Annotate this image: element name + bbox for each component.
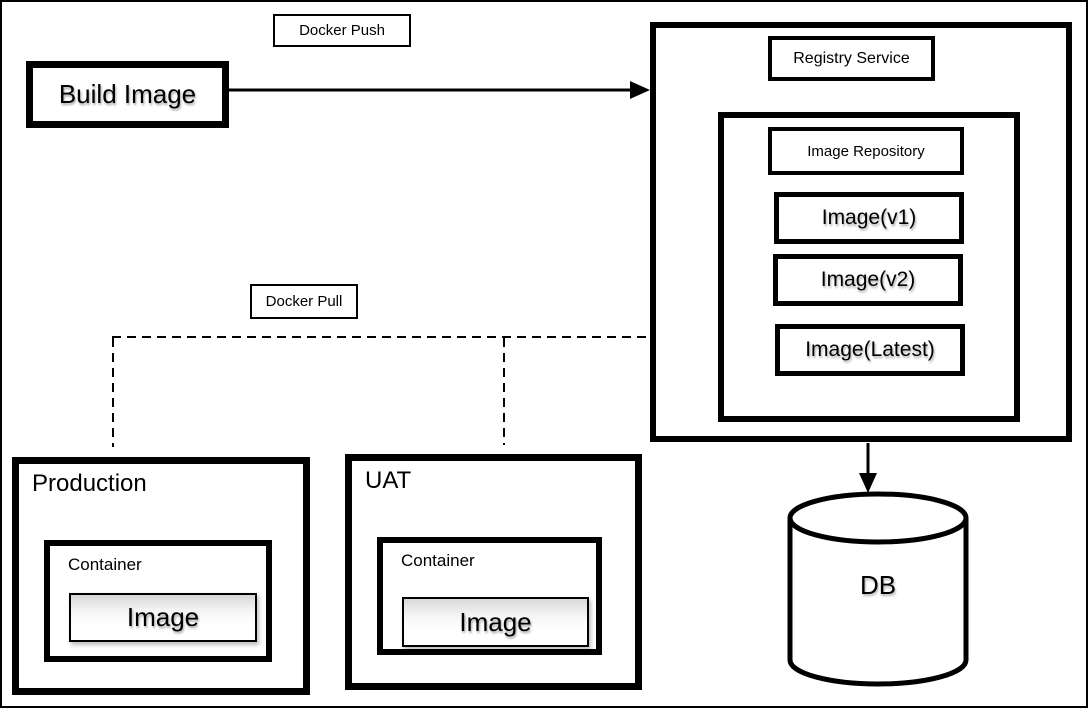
push-arrowhead-icon (630, 81, 650, 99)
image-v2-label: Image(v2) (820, 268, 916, 291)
image-v1-node: Image(v1) (774, 192, 964, 244)
image-repository-label: Image Repository (807, 142, 925, 160)
db-label: DB (859, 570, 897, 600)
docker-push-label-box: Docker Push (273, 14, 411, 47)
uat-image-label: Image (459, 606, 532, 637)
docker-pull-label-box: Docker Pull (250, 284, 358, 319)
production-container-label: Container (68, 555, 142, 574)
docker-pull-connector-uat (503, 338, 505, 445)
image-latest-label: Image(Latest) (805, 338, 935, 361)
registry-service-title-box: Registry Service (768, 36, 935, 81)
build-image-node: Build Image (26, 61, 229, 128)
production-image-label: Image (126, 602, 200, 632)
image-v1-label: Image(v1) (821, 206, 917, 229)
docker-pull-connector-production (112, 338, 114, 447)
build-image-label: Build Image (58, 79, 197, 109)
uat-container-label: Container (401, 551, 475, 570)
production-image-node: Image (69, 593, 257, 642)
uat-image-node: Image (402, 597, 589, 647)
production-label: Production (32, 470, 147, 497)
image-repository-title-box: Image Repository (768, 127, 964, 175)
image-v2-node: Image(v2) (773, 254, 963, 306)
docker-pull-connector-horizontal (112, 336, 650, 338)
docker-pull-label: Docker Pull (265, 293, 343, 310)
uat-label: UAT (365, 467, 412, 494)
image-latest-node: Image(Latest) (775, 324, 965, 376)
db-arrowhead-icon (859, 473, 877, 493)
docker-push-label: Docker Push (299, 22, 385, 39)
registry-service-label: Registry Service (793, 49, 910, 67)
